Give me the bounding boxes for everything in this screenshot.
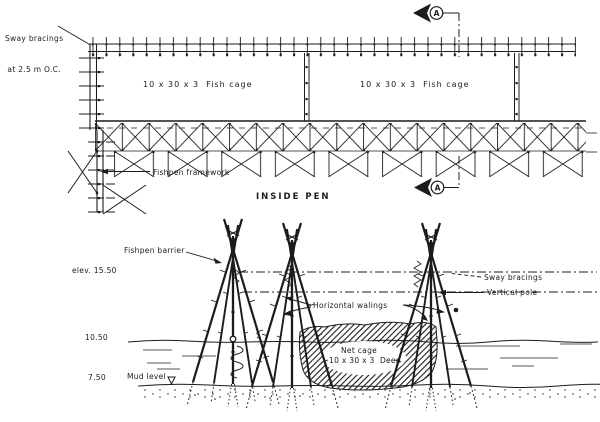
leg-cross-lash xyxy=(453,307,459,313)
tripod-left xyxy=(185,217,281,409)
vertical-pole-leader xyxy=(438,289,484,296)
pole-coil xyxy=(230,345,244,379)
section-marker-top: A xyxy=(413,3,460,57)
mud-level-symbol xyxy=(167,376,176,386)
cage-divider-right xyxy=(514,53,520,121)
section-marker-bottom-letter: A xyxy=(435,183,441,192)
section-marker-top-letter: A xyxy=(434,9,440,18)
plan-view: A A xyxy=(57,3,597,215)
plan-bracing-band xyxy=(95,120,597,177)
inside-pen-label: INSIDE PEN xyxy=(256,192,331,202)
sway-note-line2: at 2.5 m O.C. xyxy=(7,64,61,74)
fishpen-barrier-label: Fishpen barrier xyxy=(124,246,185,255)
mud-extra-dots xyxy=(194,392,471,400)
walings-leaders xyxy=(282,296,445,321)
cage-label-right: 10 x 30 x 3 Fish cage xyxy=(360,80,470,89)
section-marker-bottom: A xyxy=(414,156,460,197)
sway-note-line1: Sway bracings xyxy=(5,34,64,44)
sway-bracings-label: Sway bracings xyxy=(484,273,543,282)
section-view xyxy=(127,217,600,413)
pole-ring-float xyxy=(229,335,237,343)
sway-bracings-leader xyxy=(451,273,482,278)
vertical-pole-label: Vertical pole xyxy=(487,288,538,297)
mud-level-label: Mud level xyxy=(127,372,166,381)
plan-left-chord xyxy=(79,43,106,130)
framework-label: Fishpen framework xyxy=(153,168,230,177)
lashing-squiggles xyxy=(232,260,422,288)
elev-mud-label: 7.50 xyxy=(88,373,106,382)
elev-top-label: elev. 15.50 xyxy=(72,266,117,275)
mud-stipple xyxy=(140,388,596,399)
plan-top-chord xyxy=(88,37,576,57)
sway-note-label: Sway bracings at 2.5 m O.C. xyxy=(5,14,63,95)
elev-water-label: 10.50 xyxy=(85,333,108,342)
net-cage xyxy=(298,321,438,391)
net-dotted-line xyxy=(248,300,259,342)
cage-divider-left xyxy=(304,53,310,121)
net-cage-label-line2: 10 x 30 x 3 Deep xyxy=(329,356,401,365)
framework-leader xyxy=(100,168,150,175)
horizontal-walings-label: Horizontal walings xyxy=(313,301,388,310)
cage-label-left: 10 x 30 x 3 Fish cage xyxy=(143,80,253,89)
barrier-leader xyxy=(185,251,222,264)
net-cage-label-line1: Net cage xyxy=(341,346,378,355)
sway-note-leader xyxy=(57,25,89,44)
